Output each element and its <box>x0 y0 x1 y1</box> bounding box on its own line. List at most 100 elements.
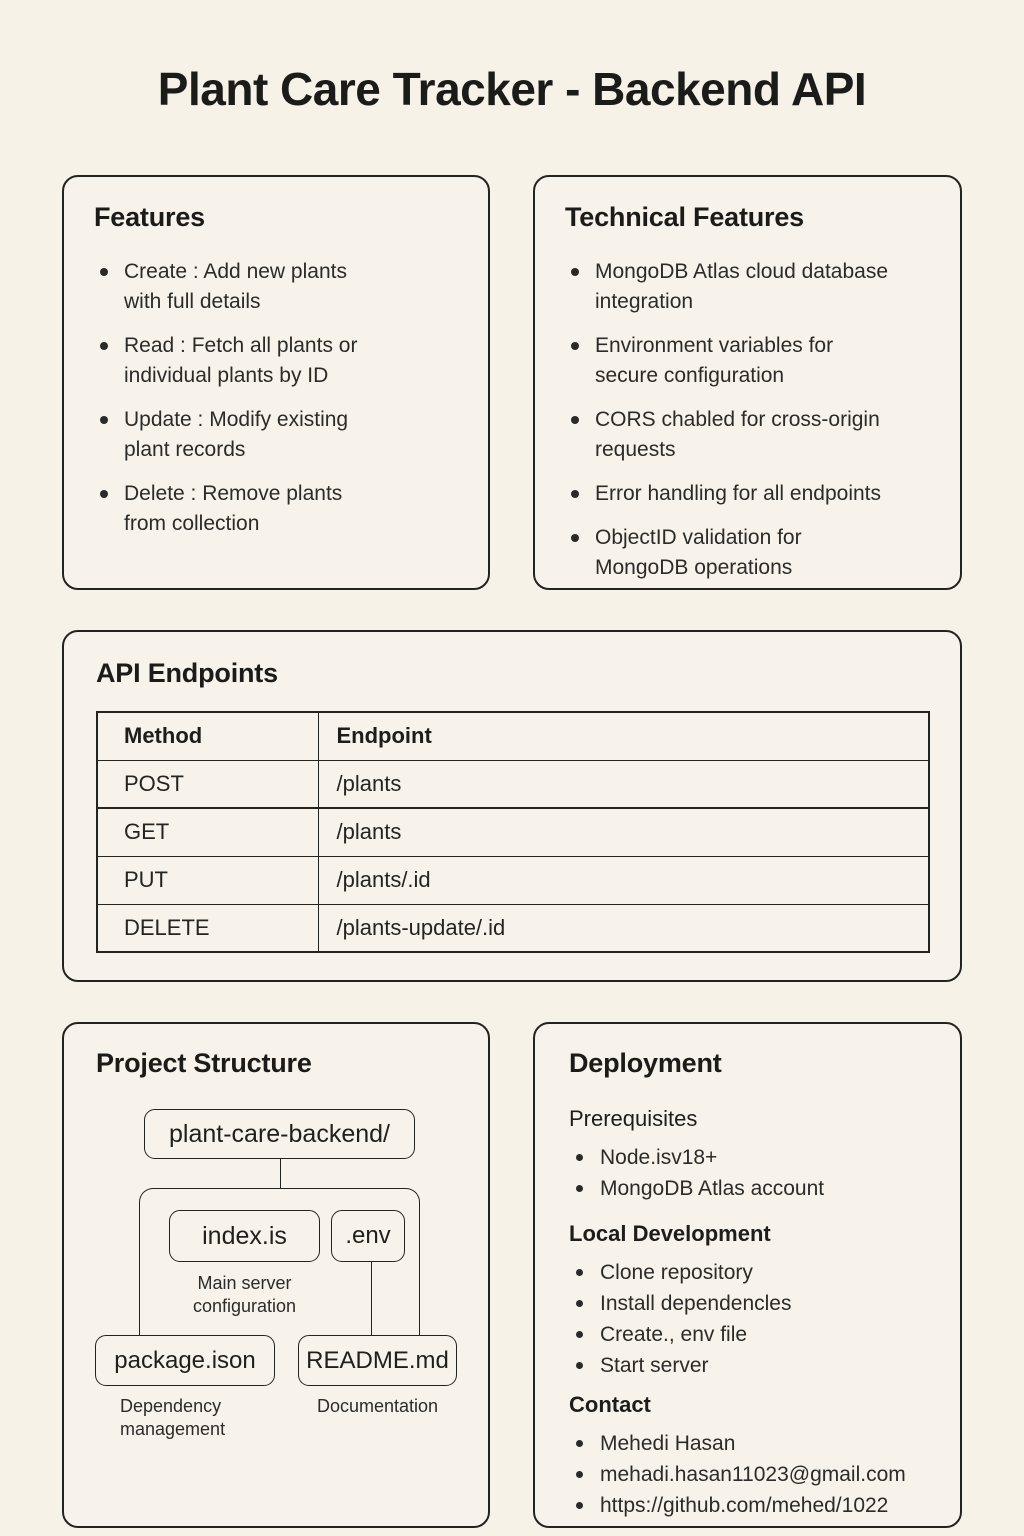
list-item: Error handling for all endpoints <box>565 479 930 509</box>
bullet-icon <box>576 1362 583 1369</box>
list-item: MongoDB Atlas cloud database integration <box>565 257 930 317</box>
table-row: POST /plants <box>96 759 930 809</box>
method-cell: POST <box>96 759 319 809</box>
page-title: Plant Care Tracker - Backend API <box>157 63 867 115</box>
endpoint-cell: /plants <box>317 807 930 857</box>
bullet-icon <box>576 1185 583 1192</box>
list-item: ObjectID validation for MongoDB operatio… <box>565 523 930 583</box>
local-development-list: Clone repository Install dependencles Cr… <box>569 1257 926 1381</box>
bullet-icon <box>571 268 579 276</box>
node-caption-index: Main server configuration <box>192 1273 297 1316</box>
endpoint-cell: /plants-update/.id <box>317 903 930 953</box>
bullet-icon <box>576 1440 583 1447</box>
endpoint-cell: /plants/.id <box>317 855 930 905</box>
list-item: Create : Add new plants with full detail… <box>94 257 458 317</box>
contact-github-url: https://github.com/mehed/1022 <box>600 1494 889 1517</box>
list-item-text: Environment variables for secure configu… <box>595 334 834 387</box>
list-item-text: MongoDB Atlas cloud database integration <box>595 260 889 313</box>
subheading-prerequisites: Prerequisites <box>569 1106 698 1131</box>
tree-node-root-folder: plant-care-backend/ <box>144 1109 415 1159</box>
list-item-text: Install dependencles <box>600 1292 792 1315</box>
project-structure-title: Project Structure <box>96 1048 312 1078</box>
connector-line <box>371 1262 372 1335</box>
api-endpoints-title: API Endpoints <box>96 658 278 688</box>
tree-node-readme-file: README.md <box>298 1335 457 1386</box>
list-item: Clone repository <box>569 1257 926 1288</box>
technical-features-title: Technical Features <box>565 202 804 232</box>
list-item-text: CORS chabled for cross-origin requests <box>595 408 880 461</box>
list-item-text: ObjectID validation for MongoDB operatio… <box>595 526 802 579</box>
features-panel: Features Create : Add new plants with fu… <box>62 175 490 590</box>
method-cell: PUT <box>96 855 319 905</box>
bullet-icon <box>576 1154 583 1161</box>
list-item: Install dependencles <box>569 1288 926 1319</box>
list-item-text: Node.isv18+ <box>600 1146 718 1169</box>
bullet-icon <box>100 490 108 498</box>
column-header-method: Method <box>96 711 319 761</box>
tree-group-container <box>139 1188 420 1335</box>
deployment-panel: Deployment Prerequisites Node.isv18+ Mon… <box>533 1022 962 1528</box>
list-item: Create., env file <box>569 1319 926 1350</box>
bullet-icon <box>100 268 108 276</box>
list-item-text: Clone repository <box>600 1261 753 1284</box>
tree-node-package-file: package.ison <box>95 1335 275 1386</box>
technical-features-panel: Technical Features MongoDB Atlas cloud d… <box>533 175 962 590</box>
project-structure-panel: Project Structure plant-care-backend/ in… <box>62 1022 490 1528</box>
node-caption-readme: Documentation <box>316 1396 439 1416</box>
bullet-icon <box>576 1300 583 1307</box>
list-item-text: Create., env file <box>600 1323 748 1346</box>
list-item: Update : Modify existing plant records <box>94 405 458 465</box>
subheading-contact: Contact <box>569 1392 651 1417</box>
contact-name: Mehedi Hasan <box>600 1432 736 1455</box>
bullet-icon <box>576 1269 583 1276</box>
table-row: GET /plants <box>96 807 930 857</box>
node-caption-package: Dependency management <box>120 1396 226 1439</box>
tree-node-index-file: index.is <box>169 1210 320 1262</box>
table-row: PUT /plants/.id <box>96 855 930 905</box>
bullet-icon <box>100 416 108 424</box>
connector-line <box>280 1159 281 1188</box>
bullet-icon <box>576 1471 583 1478</box>
list-item: Read : Fetch all plants or individual pl… <box>94 331 458 391</box>
bullet-icon <box>571 342 579 350</box>
bullet-icon <box>571 416 579 424</box>
list-item: Start server <box>569 1350 926 1381</box>
table-row: DELETE /plants-update/.id <box>96 903 930 953</box>
list-item: https://github.com/mehed/1022 <box>569 1490 926 1521</box>
list-item: Delete : Remove plants from collection <box>94 479 458 539</box>
list-item: Environment variables for secure configu… <box>565 331 930 391</box>
bullet-icon <box>571 534 579 542</box>
list-item-text: Update : Modify existing plant records <box>124 408 349 461</box>
subheading-local-development: Local Development <box>569 1221 771 1246</box>
deployment-title: Deployment <box>569 1048 722 1078</box>
api-endpoints-panel: API Endpoints Method Endpoint POST /plan… <box>62 630 962 982</box>
bullet-icon <box>100 342 108 350</box>
bullet-icon <box>576 1502 583 1509</box>
list-item: mehadi.hasan11023@gmail.com <box>569 1459 926 1490</box>
list-item-text: Read : Fetch all plants or individual pl… <box>124 334 358 387</box>
bullet-icon <box>571 490 579 498</box>
list-item: Node.isv18+ <box>569 1142 926 1173</box>
bullet-icon <box>576 1331 583 1338</box>
list-item-text: Error handling for all endpoints <box>595 482 882 505</box>
list-item: CORS chabled for cross-origin requests <box>565 405 930 465</box>
contact-list: Mehedi Hasan mehadi.hasan11023@gmail.com… <box>569 1428 926 1521</box>
list-item: Mehedi Hasan <box>569 1428 926 1459</box>
tree-node-env-file: .env <box>331 1210 405 1262</box>
endpoint-cell: /plants <box>317 759 930 809</box>
endpoints-table: Method Endpoint POST /plants GET /plants… <box>96 711 930 953</box>
method-cell: GET <box>96 807 319 857</box>
contact-email: mehadi.hasan11023@gmail.com <box>600 1463 906 1486</box>
table-header-row: Method Endpoint <box>96 711 930 761</box>
technical-features-list: MongoDB Atlas cloud database integration… <box>565 257 930 583</box>
list-item-text: Create : Add new plants with full detail… <box>124 260 347 313</box>
features-title: Features <box>94 202 205 232</box>
list-item: MongoDB Atlas account <box>569 1173 926 1204</box>
list-item-text: Delete : Remove plants from collection <box>124 482 343 535</box>
list-item-text: Start server <box>600 1354 709 1377</box>
column-header-endpoint: Endpoint <box>317 711 930 761</box>
method-cell: DELETE <box>96 903 319 953</box>
list-item-text: MongoDB Atlas account <box>600 1177 825 1200</box>
features-list: Create : Add new plants with full detail… <box>94 257 458 539</box>
